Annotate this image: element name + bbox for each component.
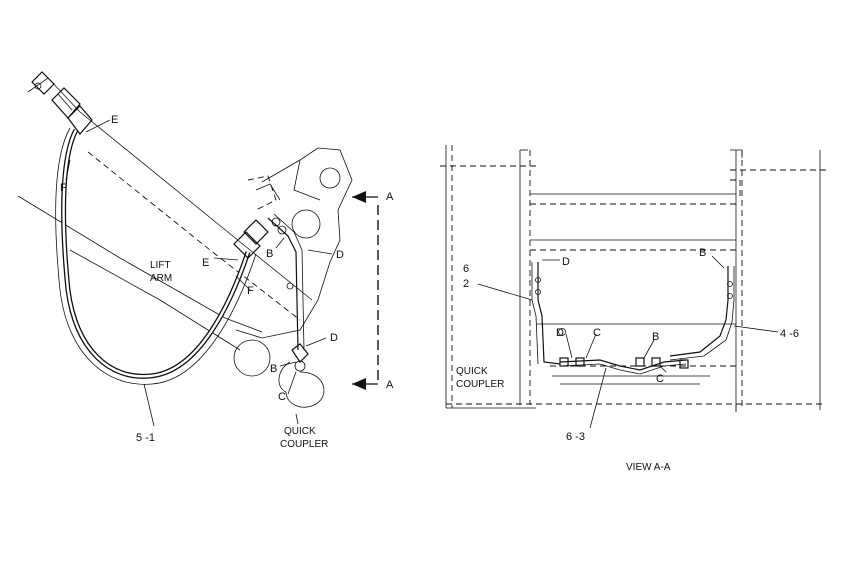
label-b-bottom: B [652,331,659,343]
label-part-4-6: 4 -6 [780,328,799,340]
frame-structure [440,145,830,412]
fitting-e-mid [233,219,269,259]
label-lift-arm-1: LIFT [150,260,171,271]
label-e-mid: E [202,257,209,269]
label-quick-coupler-1: QUICK [456,366,488,377]
lift-arm-inner-line [69,249,241,351]
label-section-a-bottom: A [386,379,394,391]
arrow-a-bottom [352,378,366,390]
fitting-e-top [67,105,93,135]
label-f-mid: F [247,285,254,297]
tube-4-6 [669,266,735,361]
label-part-6-2-a: 6 [463,263,469,275]
label-d-bottom: D [556,327,564,339]
label-c-bottom: C [593,327,601,339]
label-b-upper: B [266,248,273,260]
label-quick-coupler-2: COUPLER [280,439,328,450]
label-d-lower: D [330,332,338,344]
upper-pin [319,167,341,189]
label-d-left: D [562,256,570,268]
label-f-top: F [60,182,67,194]
quick-coupler-left [278,343,325,425]
label-c-lower: C [278,391,286,403]
lift-arm-outline-upper [27,77,313,301]
label-part-6-3: 6 -3 [566,431,585,443]
section-view-a-a: 6 2 D B D C B C 4 -6 QUICK COUPLER 6 -3 … [440,145,830,473]
label-lift-arm-2: ARM [150,273,172,284]
label-part-6-2-b: 2 [463,278,469,290]
label-b-right: B [699,247,706,259]
label-quick-coupler-1: QUICK [284,426,316,437]
label-b-lower: B [270,363,277,375]
hose-5-1 [55,127,257,385]
arrow-a-top [352,191,366,203]
view-title: VIEW A-A [626,462,671,473]
lower-pin [233,339,271,377]
label-c-low: C [656,373,664,385]
middle-pin [291,209,321,239]
fittings-bottom [558,328,689,369]
label-section-a-top: A [386,191,394,203]
tube-6-3 [559,359,687,375]
lift-arm-outline-lower [17,195,263,333]
tube-6-2 [531,262,561,365]
left-leaders [65,119,333,427]
upper-fitting [31,71,81,119]
left-side-view: E F LIFT ARM E F B D D B C QUICK COUPLER… [17,71,394,450]
right-leaders [477,255,779,429]
label-e-top: E [111,114,118,126]
label-d-upper: D [336,249,344,261]
rigid-tube-left [267,213,305,351]
lift-arm-edge-dash [87,151,301,321]
pivot-plate [233,147,353,377]
label-quick-coupler-2: COUPLER [456,379,504,390]
label-part-5-1: 5 -1 [136,432,155,444]
section-cut-a-a [352,191,379,390]
